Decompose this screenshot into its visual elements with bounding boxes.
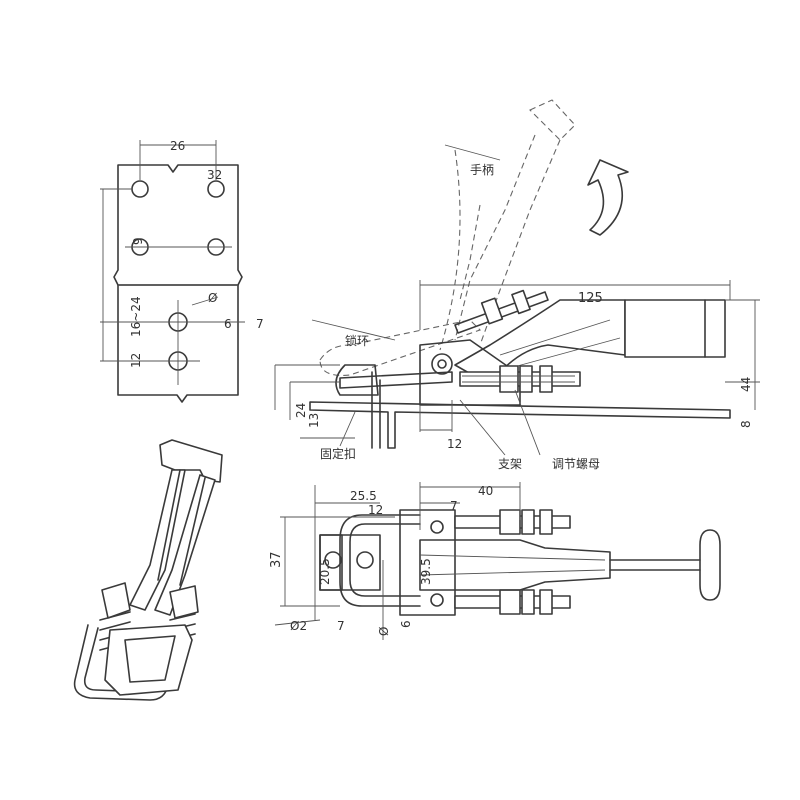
top-view: 40 25.5 7 12 37 20.5 39.5 Ø2 7 Ø 6 <box>269 482 721 640</box>
dim-bracket-w: 12 <box>447 437 462 451</box>
dim-hole-dia: 9 <box>131 237 145 245</box>
dim-phi6: Ø <box>377 627 391 636</box>
label-handle: 手柄 <box>470 163 494 177</box>
dim-bottom: 12 <box>129 353 143 368</box>
dim-h1: 24 <box>294 403 308 418</box>
mounting-plate-view: 26 32 9 16~24 12 Ø 6 7 <box>100 139 264 403</box>
rotation-arrow-icon <box>587 159 629 236</box>
dim-height: 44 <box>739 377 753 392</box>
label-lock-ring: 锁环 <box>345 333 369 348</box>
dim-range: 16~24 <box>129 296 143 337</box>
dim-h2: 13 <box>307 413 321 428</box>
dim-slot-w: 6 <box>224 317 232 331</box>
label-adjust-nut: 调节螺母 <box>552 457 600 471</box>
side-view: 125 44 8 24 13 12 手柄 锁环 固定扣 支架 调节螺母 <box>274 99 760 471</box>
dim-20-5: 20.5 <box>318 558 332 585</box>
dim-6: 6 <box>399 620 413 628</box>
dim-length: 125 <box>578 291 603 306</box>
dim-base-thk: 8 <box>739 420 753 428</box>
dim-hole-spacing: 32 <box>207 168 222 182</box>
isometric-view <box>73 439 223 701</box>
dim-39-5: 39.5 <box>419 558 433 585</box>
dim-slot-dia: Ø <box>208 291 217 305</box>
dim-slot-w2: 7 <box>256 317 264 331</box>
label-bracket: 支架 <box>498 457 522 471</box>
dim-25-5: 25.5 <box>350 489 377 503</box>
dim-37: 37 <box>269 551 284 568</box>
dim-40: 40 <box>478 484 493 498</box>
label-fixed-buckle: 固定扣 <box>320 446 356 461</box>
dim-phi2: Ø2 <box>290 619 307 633</box>
dim-7: 7 <box>450 499 458 513</box>
dim-7b: 7 <box>337 619 345 633</box>
dim-plate-width: 26 <box>170 139 185 153</box>
dim-12: 12 <box>368 503 383 517</box>
